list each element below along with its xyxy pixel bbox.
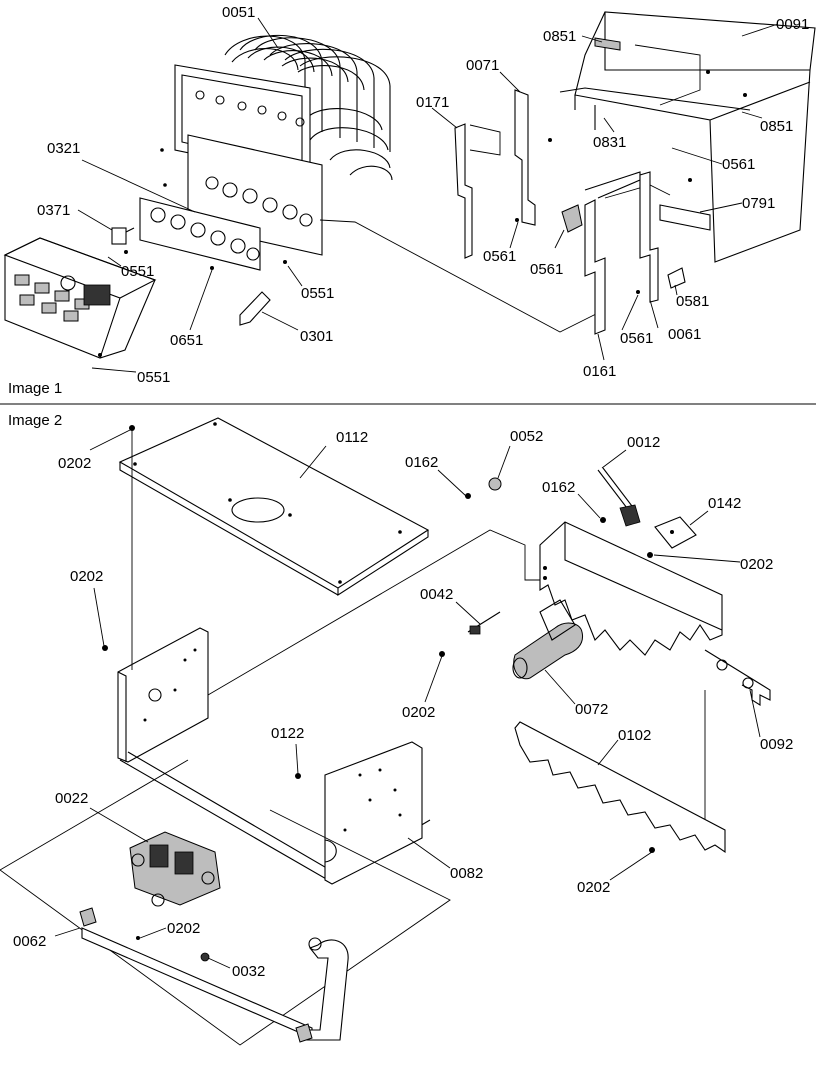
callout-label: 0301 (300, 328, 333, 345)
heat-shield-0102 (514, 721, 726, 854)
callout-label: 0082 (450, 865, 483, 882)
manifold-pipe-0062 (79, 907, 349, 1043)
callout-label: 0551 (301, 285, 334, 302)
callout-label: 0051 (222, 4, 255, 21)
callout-label: 0561 (722, 156, 755, 173)
igniter-0012 (597, 467, 641, 527)
side-bracket-0161 (584, 199, 606, 335)
callout-label: 0202 (402, 704, 435, 721)
callout-label: 0032 (232, 963, 265, 980)
burner-manifold-box (3, 237, 157, 359)
callout-label: 0581 (676, 293, 709, 310)
callout-label: 0321 (47, 140, 80, 157)
callout-label: 0062 (13, 933, 46, 950)
heat-exchanger-tubes (224, 34, 393, 181)
callout-label: 0551 (137, 369, 170, 386)
callout-label: 0091 (776, 16, 809, 33)
callout-label: 0202 (70, 568, 103, 585)
callout-label: 0112 (336, 429, 368, 446)
gas-valve-0022 (129, 831, 221, 907)
callout-label: 0202 (577, 879, 610, 896)
callout-label: 0791 (742, 195, 775, 212)
callout-label: 0202 (167, 920, 200, 937)
bracket-0371 (111, 227, 135, 254)
image-2-leaders (54, 429, 761, 969)
screw-0162 (600, 517, 606, 523)
baffle-0171 (454, 123, 473, 259)
callout-label: 0061 (668, 326, 701, 343)
callout-label: 0022 (55, 790, 88, 807)
callout-label: 0831 (593, 134, 626, 151)
section-label-image-2: Image 2 (8, 412, 62, 429)
left-side-panel (102, 430, 209, 763)
burner-0072 (512, 599, 584, 680)
callout-label: 0162 (542, 479, 575, 496)
callout-label: 0851 (543, 28, 576, 45)
callout-label: 0161 (583, 363, 616, 380)
right-side-panel-0082 (295, 741, 423, 885)
callout-label: 0092 (760, 736, 793, 753)
top-panel-0112 (118, 417, 430, 597)
bracket-0301 (239, 291, 271, 326)
callout-label: 0202 (58, 455, 91, 472)
burner-support-bracket (539, 521, 771, 706)
bracket-0581 (667, 267, 686, 289)
electrode-0042 (439, 611, 501, 657)
callout-label: 0561 (483, 248, 516, 265)
burner-panel (139, 197, 261, 271)
callout-label: 0072 (575, 701, 608, 718)
callout-label: 0142 (708, 495, 741, 512)
callout-label: 0561 (620, 330, 653, 347)
sensor-0052 (465, 477, 502, 499)
callout-label: 0202 (740, 556, 773, 573)
bracket-0561 (561, 204, 583, 233)
callout-label: 0851 (760, 118, 793, 135)
callout-label: 0012 (627, 434, 660, 451)
callout-label: 0102 (618, 727, 651, 744)
section-label-image-1: Image 1 (8, 380, 62, 397)
side-bracket-0061 (636, 171, 659, 303)
callout-label: 0052 (510, 428, 543, 445)
callout-label: 0171 (416, 94, 449, 111)
image-1-assembly (3, 11, 816, 359)
callout-labels: 0051 0851 0091 0071 0171 0851 0831 0321 … (13, 4, 809, 980)
baffle-0071 (514, 89, 552, 226)
callout-label: 0042 (420, 586, 453, 603)
callout-label: 0561 (530, 261, 563, 278)
cabinet-0091 (559, 11, 816, 263)
image-1-leaders (77, 17, 779, 373)
callout-label: 0371 (37, 202, 70, 219)
callout-label: 0651 (170, 332, 203, 349)
callout-label: 0551 (121, 263, 154, 280)
image-2-assembly (0, 417, 771, 1046)
callout-label: 0071 (466, 57, 499, 74)
callout-label: 0162 (405, 454, 438, 471)
bracket-0142 (647, 516, 697, 558)
callout-label: 0122 (271, 725, 304, 742)
